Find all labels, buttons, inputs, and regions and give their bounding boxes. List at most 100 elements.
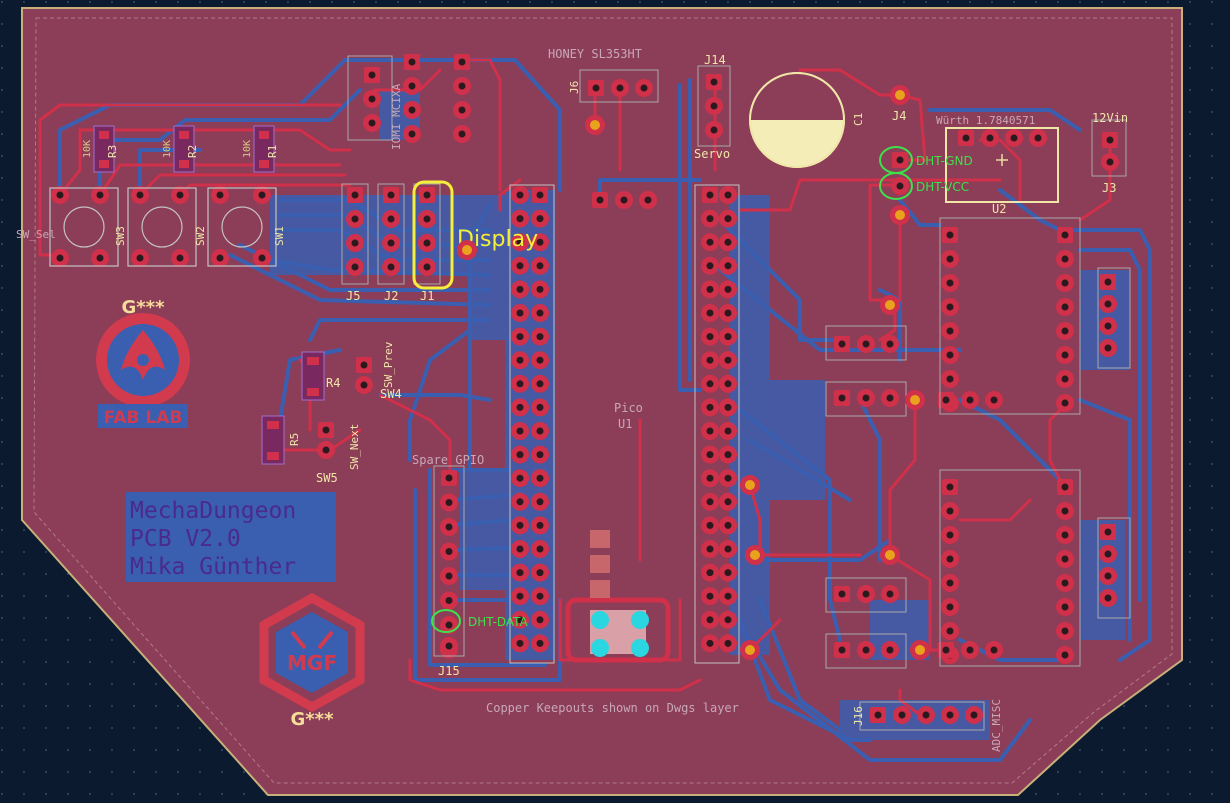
resistor-footprints: [93, 125, 325, 465]
pad-hole: [516, 592, 524, 600]
pad-hole: [445, 548, 453, 555]
pad-hole: [1106, 136, 1114, 144]
pad-hole: [724, 403, 732, 411]
pad-hole: [1104, 594, 1112, 602]
pad-hole: [620, 196, 628, 204]
ref-c1: C1: [852, 113, 865, 126]
pad-hole: [946, 375, 954, 383]
pad-hole: [946, 303, 954, 311]
ref-sw3: SW3: [114, 226, 127, 246]
pad-hole: [423, 215, 431, 223]
pad-hole: [536, 427, 544, 435]
pad-hole: [898, 711, 906, 719]
bottom-center-block: [565, 530, 671, 663]
pad-hole: [536, 474, 544, 482]
r2-value: 10K: [162, 140, 173, 158]
pad-hole: [706, 403, 714, 411]
pad-hole: [966, 396, 974, 404]
ref-r3: R3: [106, 145, 119, 158]
pad-hole: [706, 356, 714, 364]
fab-lab-caption: G***: [121, 297, 165, 318]
via-drill: [750, 550, 760, 560]
ref-servo: Servo: [694, 147, 730, 161]
ref-u2: U2: [992, 202, 1006, 216]
pad-hole: [990, 646, 998, 654]
title-line-2: PCB V2.0: [130, 526, 241, 552]
pad-hole: [408, 106, 416, 114]
mgf-caption: G***: [290, 709, 334, 730]
pad-hole: [1061, 327, 1069, 335]
ref-sw-sel: SW_Sel: [16, 228, 56, 241]
pad-hole: [724, 639, 732, 647]
pad-hole: [1061, 603, 1069, 611]
pad-hole: [351, 191, 359, 199]
ref-adc-misc: ADC_MISC: [990, 699, 1003, 752]
pad-hole: [536, 215, 544, 223]
pad-hole: [423, 263, 431, 271]
ref-io-mcp: IOMI MCIXA: [390, 83, 403, 150]
via-drill: [885, 300, 895, 310]
pad-hole: [946, 627, 954, 635]
pad-hole: [724, 356, 732, 364]
pad-hole: [1061, 231, 1069, 239]
pad-hole: [516, 521, 524, 529]
ref-j14: J14: [704, 53, 726, 67]
pad-hole: [516, 616, 524, 624]
ref-j1: J1: [420, 289, 434, 303]
pad-hole: [946, 711, 954, 719]
pad-hole: [1061, 483, 1069, 491]
pad-hole: [986, 134, 994, 142]
pad-hole: [946, 603, 954, 611]
pad-hole: [258, 254, 266, 262]
pad-hole: [706, 474, 714, 482]
pad-hole: [946, 351, 954, 359]
via-drill: [745, 480, 755, 490]
pad-hole: [838, 590, 846, 598]
pad-hole: [724, 333, 732, 341]
keepout-note: Copper Keepouts shown on Dwgs layer: [486, 701, 739, 715]
pad-hole: [640, 84, 648, 92]
pad-hole: [516, 545, 524, 553]
pad-hole: [862, 394, 870, 402]
pad-hole: [706, 498, 714, 506]
pad-hole: [862, 340, 870, 348]
via-drill: [895, 210, 905, 220]
pad-hole: [408, 58, 416, 66]
u2-regulator-outline: [945, 127, 1059, 203]
pad-hole: [322, 426, 330, 434]
pad-hole: [1061, 651, 1069, 659]
ref-sw2: SW2: [194, 226, 207, 246]
pad-hole: [706, 333, 714, 341]
pad-hole: [706, 262, 714, 270]
pad-hole: [946, 531, 954, 539]
pad-hole: [1061, 555, 1069, 563]
pad-hole: [724, 616, 732, 624]
pad-hole: [536, 191, 544, 199]
pad-hole: [536, 403, 544, 411]
pad-hole: [946, 279, 954, 287]
ref-j6: J6: [568, 81, 581, 94]
pad-hole: [592, 84, 600, 92]
pad-hole: [706, 451, 714, 459]
pad-hole: [1010, 134, 1018, 142]
ref-sw-prev: SW_Prev: [382, 341, 395, 388]
pad-hole: [516, 569, 524, 577]
pad-hole: [387, 263, 395, 271]
pad-hole: [706, 238, 714, 246]
pad-hole: [516, 191, 524, 199]
pad-hole: [838, 394, 846, 402]
pad-hole: [458, 82, 466, 90]
pad-hole: [966, 646, 974, 654]
pad-hole: [1061, 627, 1069, 635]
via-drill: [745, 645, 755, 655]
ref-honey: HONEY SL353HT: [548, 47, 642, 61]
via-drill: [590, 120, 600, 130]
via-drill: [910, 395, 920, 405]
pad-hole: [724, 521, 732, 529]
pad-hole: [724, 474, 732, 482]
pad-hole: [536, 451, 544, 459]
pad-hole: [724, 380, 732, 388]
r1-value: 10K: [242, 140, 253, 158]
pad-hole: [516, 451, 524, 459]
